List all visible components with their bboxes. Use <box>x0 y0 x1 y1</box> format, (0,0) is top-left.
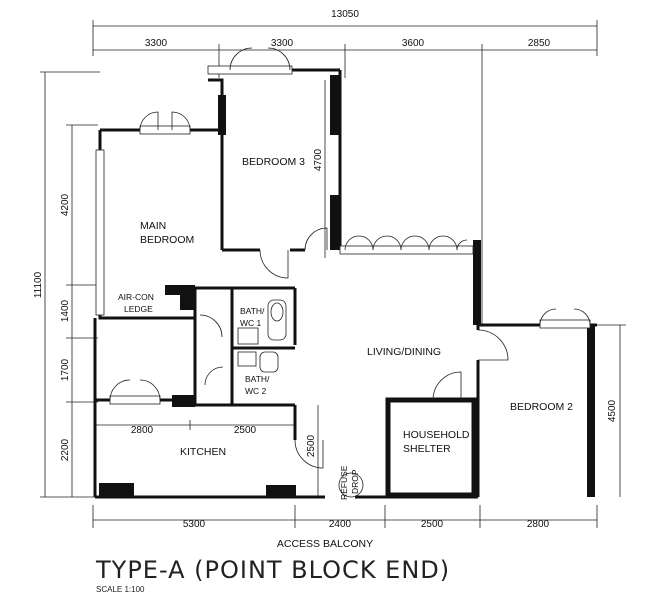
dimension-lines <box>40 20 626 528</box>
refuse-drop-label-2: DROP <box>350 469 360 494</box>
dim-top-2: 3300 <box>271 38 294 49</box>
fixtures <box>237 299 287 373</box>
dim-bottom-2: 2400 <box>329 519 352 530</box>
bath1-label-1: BATH/ <box>240 306 265 316</box>
dim-bottom-4: 2800 <box>527 519 550 530</box>
main-bedroom-label-2: BEDROOM <box>140 234 194 246</box>
plan-title: TYPE-A (POINT BLOCK END) <box>96 556 451 584</box>
dim-top-1: 3300 <box>145 38 168 49</box>
aircon-ledge-label-1: AIR-CON <box>118 292 154 302</box>
household-shelter-label-2: SHELTER <box>403 443 451 455</box>
dim-bedroom2: 4500 <box>607 399 618 422</box>
bath1-label-2: WC 1 <box>240 318 262 328</box>
dim-left-3: 1700 <box>60 358 71 381</box>
windows <box>95 65 591 405</box>
bedroom2-label: BEDROOM 2 <box>510 401 573 413</box>
dim-bottom-3: 2500 <box>421 519 444 530</box>
wall-fills <box>99 75 595 497</box>
refuse-drop-label-1: REFUSE <box>339 465 349 500</box>
dim-bottom-1: 5300 <box>183 519 206 530</box>
dim-left-total: 11100 <box>33 271 44 298</box>
dim-kitchen-2: 2500 <box>234 425 257 436</box>
dim-left-2: 1400 <box>60 299 71 322</box>
dim-top-total: 13050 <box>331 9 359 20</box>
dim-kitchen-1: 2800 <box>131 425 154 436</box>
kitchen-label: KITCHEN <box>180 446 226 458</box>
main-bedroom-label-1: MAIN <box>140 220 166 232</box>
door-swings <box>109 47 591 498</box>
household-shelter-label-1: HOUSEHOLD <box>403 429 470 441</box>
access-balcony-label: ACCESS BALCONY <box>277 538 373 550</box>
dim-bedroom3: 4700 <box>313 148 324 171</box>
dim-left-4: 2200 <box>60 438 71 461</box>
bath2-label-1: BATH/ <box>245 374 270 384</box>
dim-corridor: 2500 <box>306 434 317 457</box>
aircon-ledge-label-2: LEDGE <box>124 304 153 314</box>
bath2-label-2: WC 2 <box>245 386 267 396</box>
scale-label: SCALE 1:100 <box>96 585 145 594</box>
living-dining-label: LIVING/DINING <box>367 346 441 358</box>
bedroom3-label: BEDROOM 3 <box>242 156 305 168</box>
dim-left-1: 4200 <box>60 193 71 216</box>
dim-top-4: 2850 <box>528 38 551 49</box>
dim-top-3: 3600 <box>402 38 425 49</box>
